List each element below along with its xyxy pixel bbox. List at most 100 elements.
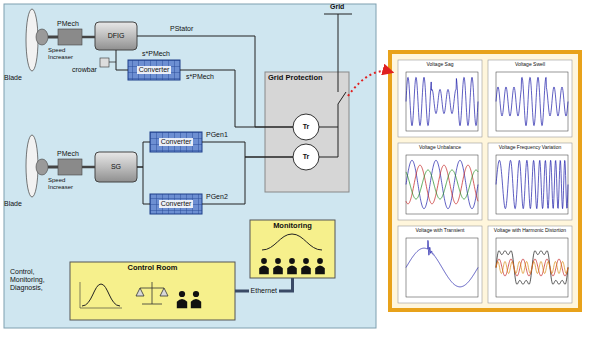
waveform-plot: Voltage Frequency Variation — [488, 143, 572, 220]
circle-part — [193, 291, 199, 297]
power-line — [202, 142, 293, 157]
node-text: Tr — [303, 123, 310, 131]
room-box: Control Room — [70, 262, 235, 320]
part-label: Speed Increaser — [48, 47, 88, 61]
path-part — [315, 266, 325, 275]
converter-box: Converter — [128, 60, 180, 80]
waveform-trace — [496, 77, 568, 125]
scales-icon — [136, 282, 168, 304]
part-label: s*PMech — [186, 73, 214, 81]
plot-outline — [488, 143, 572, 220]
generator-box: DFIG — [95, 22, 137, 50]
node-text: DFIG — [108, 32, 125, 40]
conv-outline — [128, 60, 180, 80]
conv-outline — [150, 194, 202, 214]
circle-part — [179, 291, 185, 297]
transformer-outline — [293, 144, 319, 170]
circle-part — [317, 258, 323, 264]
waveform-panel — [390, 52, 580, 310]
person-icon — [301, 258, 311, 274]
part-label: s*PMech — [142, 50, 170, 58]
shaft — [48, 166, 58, 169]
gen-outline — [95, 22, 137, 50]
plot-outline — [398, 143, 482, 220]
path-part — [191, 299, 201, 308]
node-text: Converter — [159, 200, 194, 208]
part-label: Control, Monitoring, Diagnosis, — [10, 268, 66, 292]
turbine-panel — [4, 4, 376, 328]
part-label: Blade — [4, 200, 22, 208]
trend-curve — [262, 234, 322, 250]
waveform-plot: Voltage Sag — [398, 60, 482, 137]
waveform-trace — [496, 160, 568, 208]
part-label: Blade — [4, 74, 22, 82]
part-label: crowbar — [72, 66, 97, 74]
person-icon — [259, 258, 269, 274]
waveform-plot: Voltage with Harmonic Distortion — [488, 226, 572, 303]
waveform-trace — [406, 170, 478, 199]
waveform-plot: Voltage Unbalance — [398, 143, 482, 220]
node-text: Voltage Swell — [515, 62, 545, 68]
waveform-trace — [406, 240, 478, 286]
conv-outline — [150, 132, 202, 152]
shaft — [82, 36, 95, 39]
transformer-circle: Tr — [293, 114, 319, 140]
part-label: PStator — [170, 25, 193, 33]
crowbar-symbol — [100, 58, 109, 67]
circle-part — [261, 258, 267, 264]
converter-box: Converter — [150, 194, 202, 214]
yellow-outline — [250, 220, 335, 278]
part-label: PGen1 — [206, 131, 228, 139]
power-line — [137, 167, 150, 204]
person-icon — [287, 258, 297, 274]
waveform-plot: Voltage with Transient — [398, 226, 482, 303]
waveform-trace — [496, 259, 568, 276]
node-text: Grid Protection — [268, 74, 323, 83]
path-part — [259, 266, 269, 275]
person-icon — [273, 258, 283, 274]
waveform-trace — [406, 165, 478, 204]
circle-part — [303, 258, 309, 264]
plot-axes — [406, 238, 478, 297]
power-line — [116, 50, 128, 70]
waveform-trace — [496, 261, 568, 273]
plot-outline — [488, 226, 572, 303]
protection-box: Grid ProtectionTrTr — [265, 72, 349, 192]
person-icon — [177, 291, 187, 308]
hub — [36, 159, 48, 175]
circle-part — [289, 258, 295, 264]
waveform-trace — [406, 77, 478, 125]
hub — [36, 29, 48, 45]
crowbar-wire — [109, 62, 116, 63]
plot-outline — [398, 226, 482, 303]
waveform-plot: Voltage Swell — [488, 60, 572, 137]
plot-axes — [496, 238, 568, 297]
speed-increaser — [58, 29, 82, 45]
power-line — [202, 157, 293, 204]
shaft — [48, 36, 58, 39]
shaft — [82, 166, 95, 169]
circle-part — [275, 258, 281, 264]
generator-box: SG — [95, 152, 137, 182]
path-part — [287, 266, 297, 275]
gp-outline — [265, 72, 349, 192]
part-label: Speed Increaser — [48, 177, 88, 191]
plot-axes — [406, 72, 478, 131]
node-text: Converter — [159, 138, 194, 146]
plot-outline — [398, 60, 482, 137]
part-label: PMech — [57, 20, 79, 28]
part-label: PMech — [57, 150, 79, 158]
waveform-trace — [496, 251, 568, 284]
node-text: SG — [111, 163, 121, 171]
person-icon — [191, 291, 201, 308]
grid-wire — [319, 127, 338, 157]
room-box: Monitoring — [250, 220, 335, 278]
path-part — [301, 266, 311, 275]
yellow-outline — [70, 262, 235, 320]
part-label: Grid — [330, 3, 344, 11]
path-part — [273, 266, 283, 275]
edge-label: Ethernet — [249, 287, 279, 295]
